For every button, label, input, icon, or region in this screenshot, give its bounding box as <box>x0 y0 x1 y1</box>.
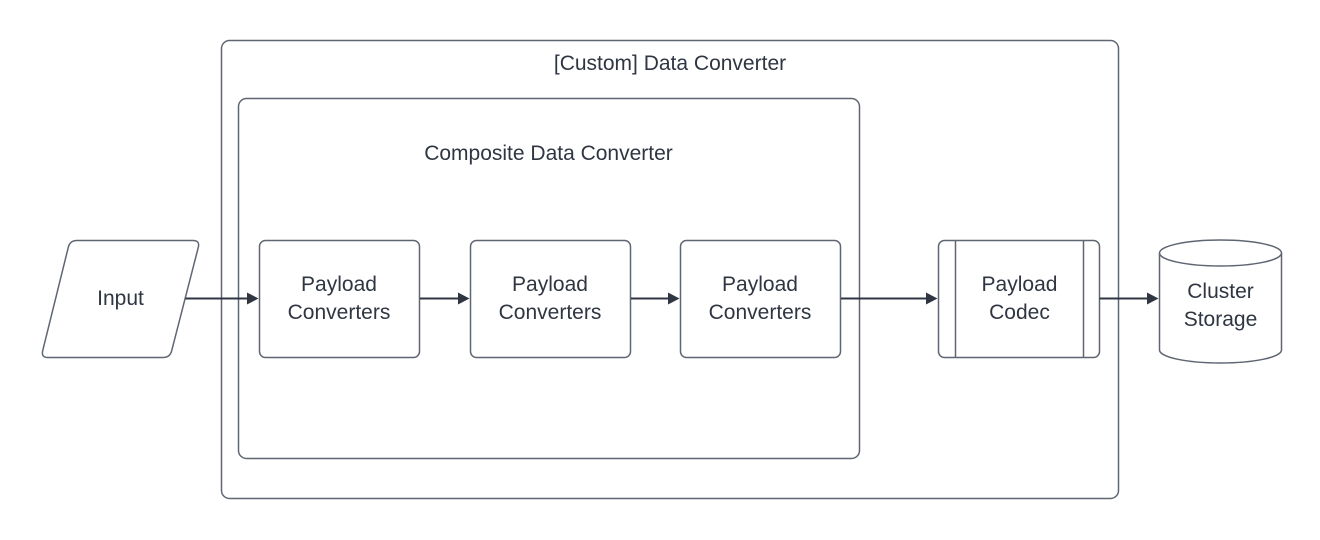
edge-codec-to-storage <box>1099 292 1159 305</box>
input-parallelogram-shape <box>41 239 200 359</box>
outer-container-title: [Custom] Data Converter <box>553 52 787 75</box>
arrowhead-icon <box>247 292 259 305</box>
payload-converter-2-shape <box>469 239 632 359</box>
edge-converter1-to-converter2 <box>420 292 470 305</box>
cluster-storage-cylinder-body <box>1158 253 1283 364</box>
edge-converter2-to-converter3 <box>631 292 680 305</box>
payload-converter-3-shape <box>679 239 842 359</box>
arrowhead-icon <box>1147 292 1159 305</box>
payload-converter-1-shape <box>258 239 421 359</box>
input-label: Input <box>97 286 144 310</box>
inner-container-composite-data-converter <box>237 97 861 460</box>
payload-codec-label: Payload Codec <box>981 272 1058 324</box>
edge-converter3-to-codec <box>841 292 938 305</box>
payload-converter-3-label: Payload Converters <box>708 272 812 324</box>
inner-container-title: Composite Data Converter <box>424 142 673 165</box>
edge-input-to-converter1 <box>185 292 259 305</box>
arrowhead-icon <box>458 292 470 305</box>
payload-converter-2-label: Payload Converters <box>498 272 602 324</box>
payload-converter-1-label: Payload Converters <box>287 272 391 324</box>
arrowhead-icon <box>668 292 680 305</box>
cluster-storage-cylinder-top <box>1158 239 1283 267</box>
outer-container-custom-data-converter <box>220 39 1120 500</box>
arrowhead-icon <box>926 292 938 305</box>
cluster-storage-label: Cluster Storage <box>1183 280 1258 331</box>
